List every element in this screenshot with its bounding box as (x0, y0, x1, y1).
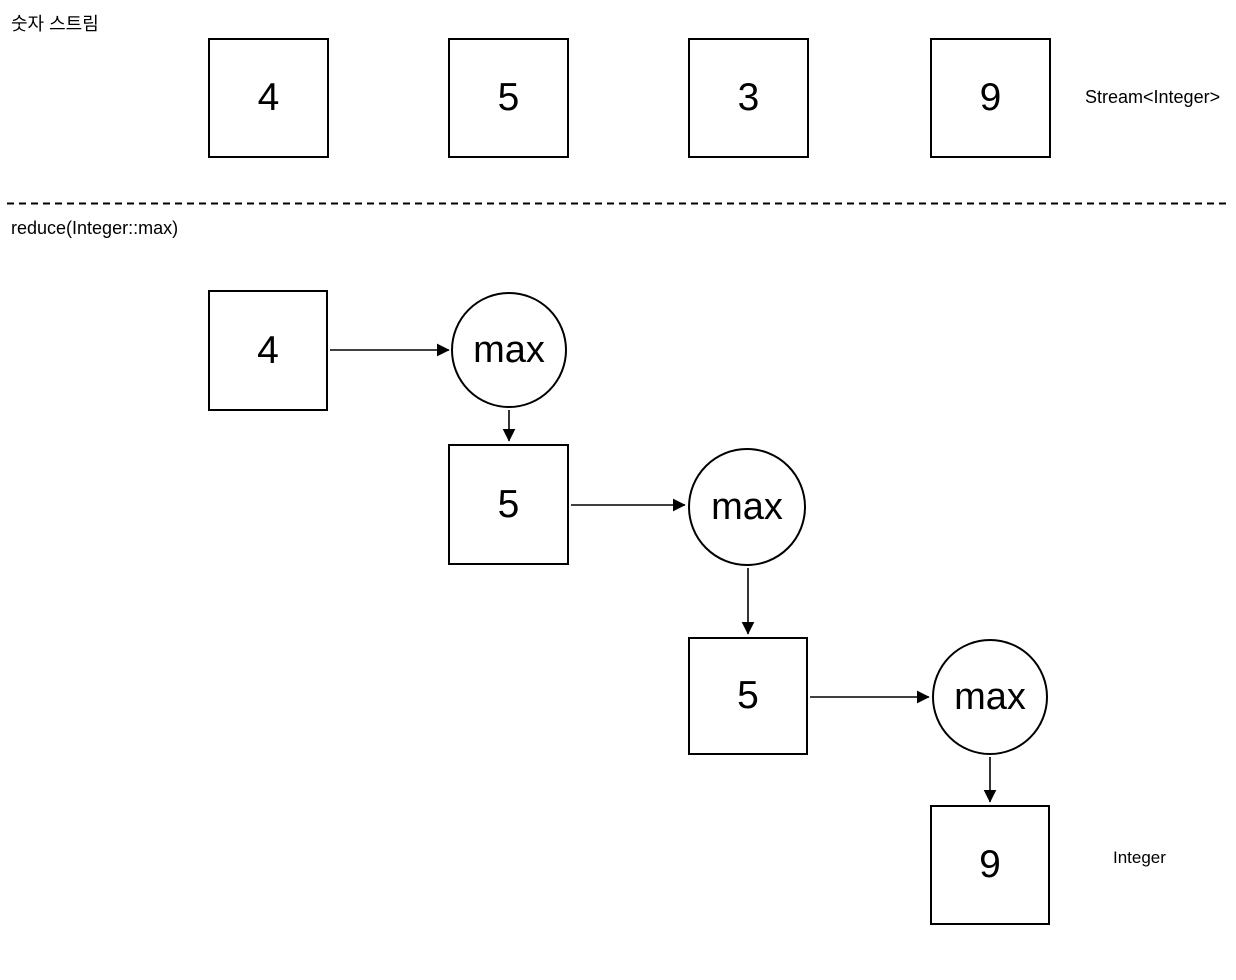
reduce-result-value: 9 (979, 843, 1001, 886)
stream-box: 3 (688, 38, 809, 158)
stream-box-value: 5 (497, 76, 520, 119)
max-operation-node: max (688, 448, 806, 566)
stream-box-value: 3 (737, 76, 760, 119)
reduce-input-value: 4 (257, 328, 279, 372)
stream-box-value: 9 (979, 76, 1002, 119)
reduce-input-value: 5 (737, 674, 759, 717)
max-operation-label: max (473, 328, 545, 371)
result-type-label: Integer (1113, 848, 1166, 867)
max-operation-node: max (451, 292, 567, 408)
max-operation-node: max (932, 639, 1048, 755)
stream-box: 4 (208, 38, 329, 158)
stream-box: 5 (448, 38, 569, 158)
reduce-input-box: 5 (688, 637, 808, 755)
reduce-operation-label: reduce(Integer::max) (11, 218, 179, 238)
reduce-result-box: 9 (930, 805, 1050, 925)
reduce-input-value: 5 (497, 482, 520, 526)
stream-box-value: 4 (257, 76, 280, 119)
stream-box: 9 (930, 38, 1051, 158)
stream-section-title: 숫자 스트림 (11, 14, 99, 34)
reduce-input-box: 5 (448, 444, 569, 565)
max-operation-label: max (954, 675, 1026, 718)
max-operation-label: max (711, 485, 783, 528)
stream-type-label: Stream<Integer> (1085, 87, 1221, 107)
reduce-input-box: 4 (208, 290, 328, 411)
